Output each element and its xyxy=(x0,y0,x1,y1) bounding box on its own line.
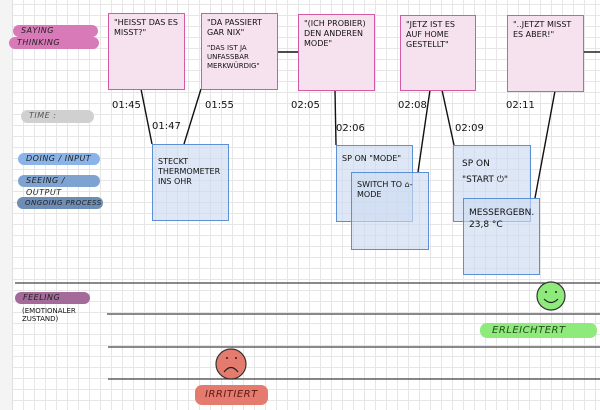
action-note[interactable]: STECKT THERMOMETER INS OHR xyxy=(152,144,229,221)
saying-note[interactable]: "JETZ IST ES AUF HOME GESTELLT" xyxy=(400,15,476,91)
note-text: "DAS IST JA UNFASSBAR MERKWÜRDIG" xyxy=(207,44,260,70)
time-label: 01:47 xyxy=(152,121,181,132)
saying-note[interactable]: "..JETZT MISST ES ABER!" xyxy=(507,15,584,92)
connector xyxy=(417,89,431,173)
connector xyxy=(441,89,455,146)
feeling-negative-label: IRRITIERT xyxy=(195,385,268,405)
time-label: 02:08 xyxy=(398,100,427,111)
time-label: 02:11 xyxy=(506,100,535,111)
note-text: "DA PASSIERT GAR NIX" xyxy=(207,18,262,37)
lane-seeing: SEEING / OUTPUT xyxy=(18,175,100,197)
lane-saying: SAYING xyxy=(13,25,98,37)
connector xyxy=(534,90,556,199)
feeling-positive-label: ERLEICHTERT xyxy=(480,323,597,338)
lane-time: TIME : xyxy=(21,110,94,123)
saying-note[interactable]: "(ICH PROBIER) DEN ANDEREN MODE" xyxy=(298,14,375,91)
connector xyxy=(183,88,202,145)
time-label: 02:05 xyxy=(291,100,320,111)
lane-ongoing: ONGOING PROCESS xyxy=(17,197,103,209)
canvas-margin xyxy=(0,0,13,410)
time-label: 01:55 xyxy=(205,100,234,111)
time-label: 01:45 xyxy=(112,100,141,111)
lane-feeling: FEELING xyxy=(15,292,90,304)
output-note[interactable]: MESSERGEBN. 23,8 °C xyxy=(463,198,540,275)
lane-doing: DOING / INPUT xyxy=(18,153,100,165)
connector xyxy=(334,89,337,146)
lane-feeling-sub: (EMOTIONALER ZUSTAND) xyxy=(22,307,76,323)
saying-note[interactable]: "HEISST DAS ES MISST?" xyxy=(108,13,185,90)
time-label: 02:09 xyxy=(455,123,484,134)
output-note[interactable]: SWITCH TO ⌂-MODE xyxy=(351,172,429,250)
time-label: 02:06 xyxy=(336,123,365,134)
lane-thinking: THINKING xyxy=(9,37,99,49)
connector xyxy=(140,88,153,145)
saying-note[interactable]: "DA PASSIERT GAR NIX" "DAS IST JA UNFASS… xyxy=(201,13,278,90)
